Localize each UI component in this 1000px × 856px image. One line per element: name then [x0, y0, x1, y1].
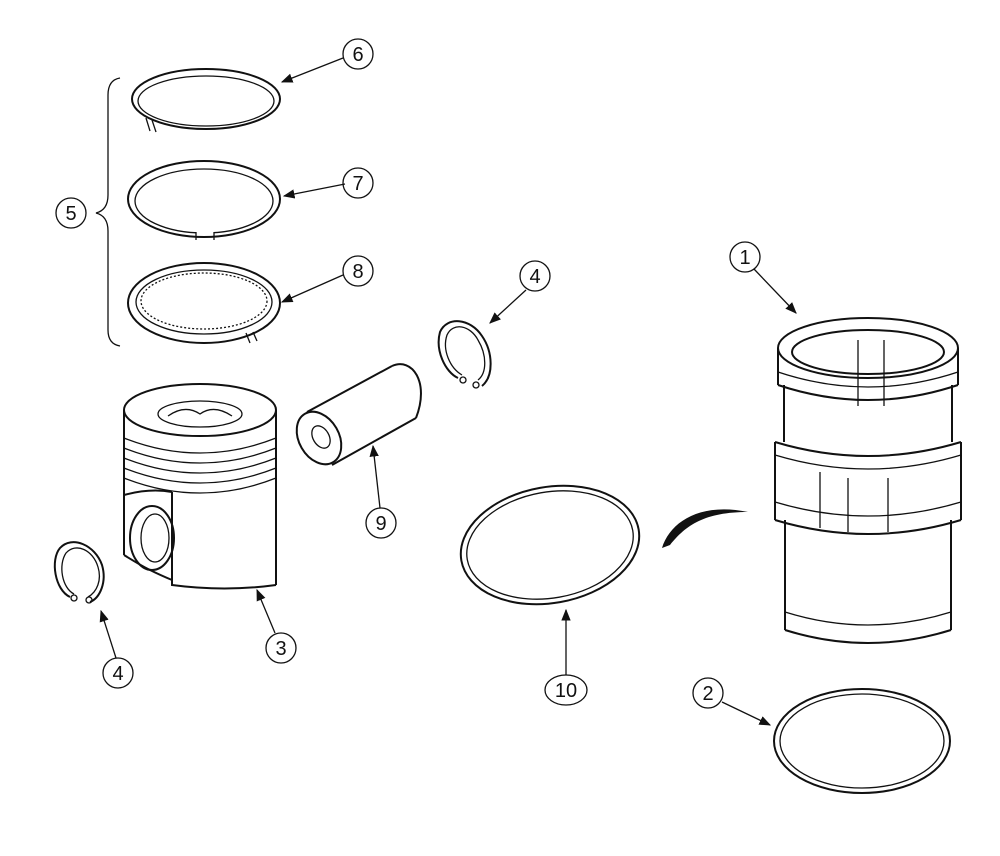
svg-text:8: 8 [352, 261, 363, 283]
circlip-left [53, 541, 105, 604]
callout-2: 2 [692, 677, 724, 709]
callout-5: 5 [55, 197, 87, 229]
callout-10: 10 [544, 674, 588, 706]
oil-control-ring [127, 262, 281, 344]
svg-text:6: 6 [352, 44, 363, 66]
svg-text:10: 10 [555, 680, 577, 702]
callout-3: 3 [265, 632, 297, 664]
svg-text:1: 1 [739, 247, 750, 269]
callout-8: 8 [342, 255, 374, 287]
circlip-right [437, 320, 492, 389]
callout-4-left: 4 [102, 657, 134, 689]
leader-arrows [99, 57, 797, 726]
svg-text:5: 5 [65, 203, 76, 225]
svg-text:2: 2 [702, 683, 713, 705]
ring-set-bracket [95, 77, 121, 347]
callout-9: 9 [365, 507, 397, 539]
svg-text:4: 4 [112, 663, 123, 685]
svg-text:9: 9 [375, 513, 386, 535]
callout-1: 1 [729, 241, 761, 273]
liner-seal-ring [459, 484, 641, 606]
top-compression-ring [131, 68, 281, 133]
svg-text:4: 4 [529, 266, 540, 288]
callout-6: 6 [342, 38, 374, 70]
svg-text:7: 7 [352, 173, 363, 195]
callout-7: 7 [342, 167, 374, 199]
callout-4-right: 4 [519, 260, 551, 292]
second-compression-ring [127, 160, 281, 240]
liner-o-ring [773, 688, 951, 794]
piston-pin [295, 363, 422, 466]
install-direction-arrow [662, 509, 748, 548]
piston [123, 383, 277, 590]
cylinder-liner [774, 317, 962, 644]
svg-text:3: 3 [275, 638, 286, 660]
